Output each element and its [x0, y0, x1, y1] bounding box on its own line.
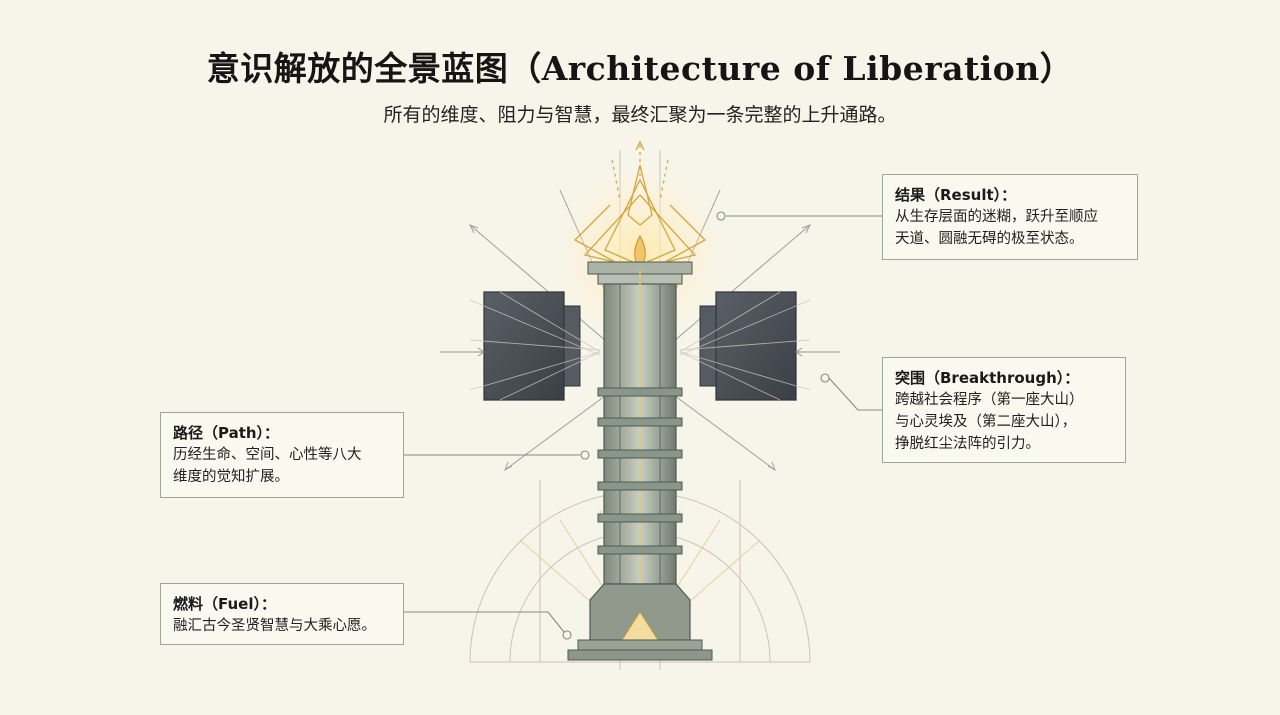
page-title: 意识解放的全景蓝图（Architecture of Liberation） [206, 49, 1074, 88]
callout-result-heading: 结果（Result）： [895, 186, 1017, 204]
callout-breakthrough-line: 挣脱红尘法阵的引力。 [895, 436, 1040, 452]
connector-lines [404, 211, 882, 640]
callout-breakthrough-heading: 突围（Breakthrough）： [895, 369, 1080, 387]
mountain-block-right [679, 291, 840, 401]
callout-breakthrough-line: 跨越社会程序（第一座大山） [895, 392, 1084, 408]
callout-path-line: 维度的觉知扩展。 [173, 469, 289, 485]
callout-path-heading: 路径（Path）： [173, 424, 280, 442]
callout-breakthrough-line: 与心灵埃及（第二座大山）， [895, 414, 1077, 430]
callout-fuel-heading: 燃料（Fuel）： [173, 595, 276, 613]
page-subtitle: 所有的维度、阻力与智慧，最终汇聚为一条完整的上升通路。 [383, 104, 897, 126]
callout-result-line: 从生存层面的迷糊，跃升至顺应 [895, 209, 1098, 225]
callout-fuel: 燃料（Fuel）： 融汇古今圣贤智慧与大乘心愿。 [160, 583, 404, 645]
mountain-block-left [440, 291, 601, 401]
callout-path: 路径（Path）： 历经生命、空间、心性等八大 维度的觉知扩展。 [160, 412, 404, 498]
tower-icon [567, 261, 713, 661]
callout-result: 结果（Result）： 从生存层面的迷糊，跃升至顺应 天道、圆融无碍的极至状态。 [882, 174, 1138, 260]
callout-fuel-line: 融汇古今圣贤智慧与大乘心愿。 [173, 618, 376, 634]
callout-path-line: 历经生命、空间、心性等八大 [173, 447, 362, 463]
callout-result-line: 天道、圆融无碍的极至状态。 [895, 231, 1084, 247]
callout-breakthrough: 突围（Breakthrough）： 跨越社会程序（第一座大山） 与心灵埃及（第二… [882, 357, 1126, 463]
